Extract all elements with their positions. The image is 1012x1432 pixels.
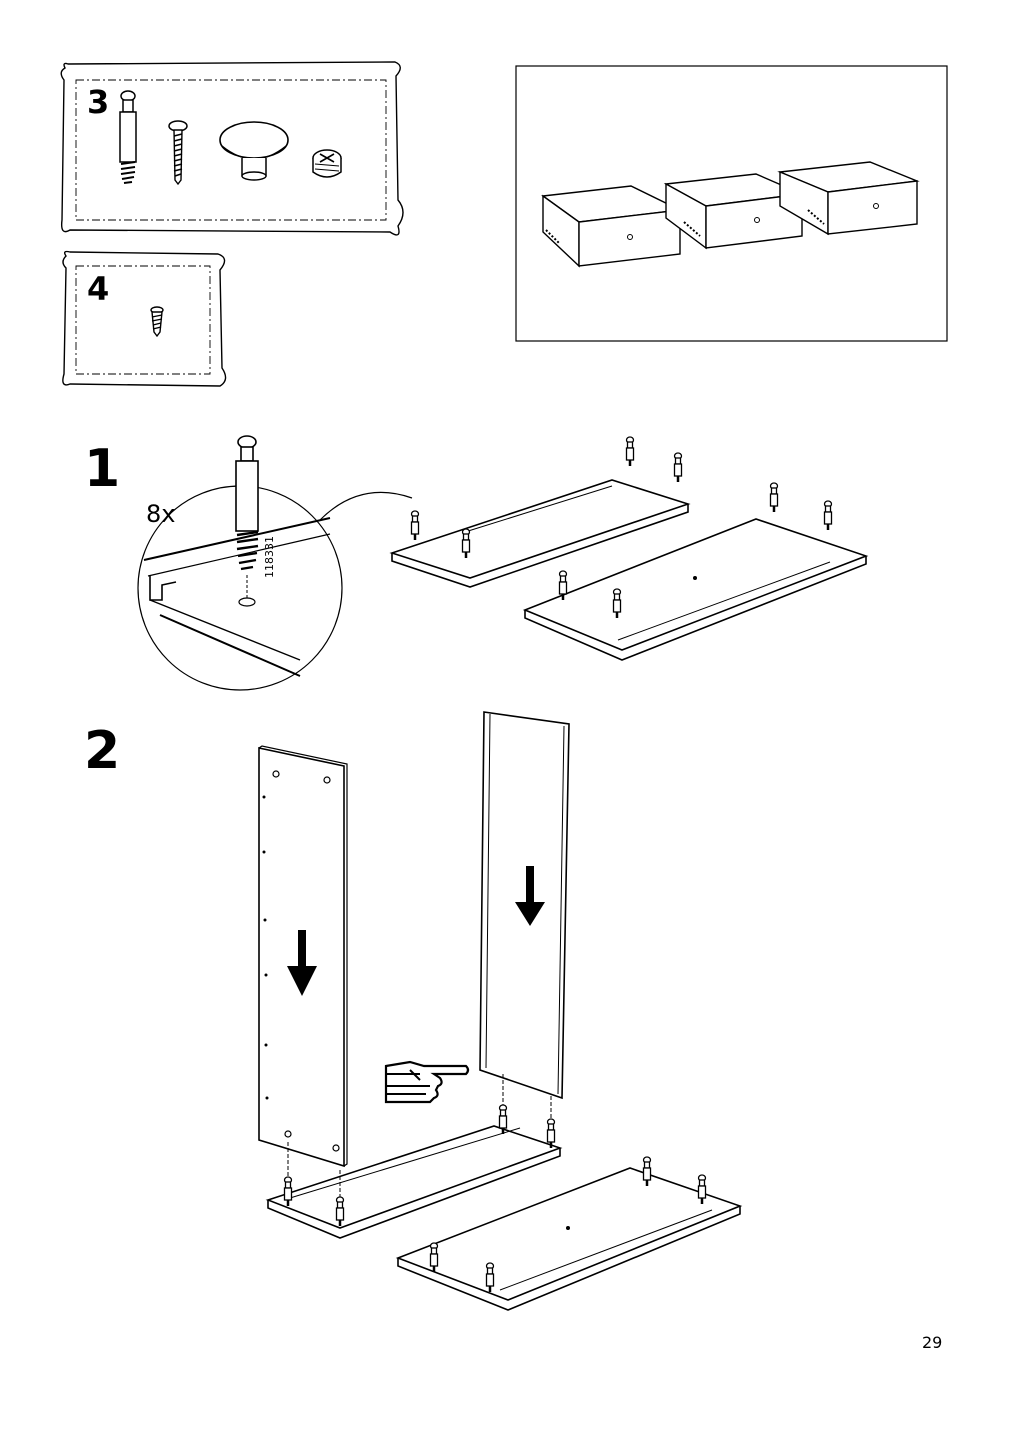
cam-lock-icon xyxy=(312,149,342,178)
page-number: 29 xyxy=(922,1333,943,1352)
step-1-article-number: 118331 xyxy=(263,536,276,578)
bag-number-4: 4 xyxy=(87,270,109,308)
down-arrow-icon xyxy=(287,930,317,996)
step-1-panel-bottom xyxy=(522,481,869,661)
step-2-panel-base-left xyxy=(265,1074,563,1239)
step-2-number: 2 xyxy=(84,721,120,781)
step-1-number: 1 xyxy=(84,439,120,499)
pointing-hand-icon xyxy=(384,1060,470,1104)
drawers-overview-frame xyxy=(515,65,948,342)
parts-bag-4: 4 xyxy=(62,250,227,387)
step-1-quantity: 8x xyxy=(146,500,175,528)
bag-number-3: 3 xyxy=(87,83,109,121)
step-2-panel-base-right xyxy=(395,1155,743,1311)
down-arrow-icon xyxy=(515,866,545,926)
dowel-detail-icon xyxy=(235,435,259,598)
step-2-side-panel-right xyxy=(479,711,570,1100)
drawer-2-illustration xyxy=(663,173,805,250)
drawer-3-illustration xyxy=(777,161,920,236)
knob-icon xyxy=(219,121,289,181)
parts-bag-3: 3 xyxy=(60,61,404,236)
step-1-panel-top xyxy=(389,435,691,588)
screw-icon xyxy=(168,120,188,186)
step-2-side-panel-left xyxy=(258,745,348,1168)
dowel-connector-icon xyxy=(119,90,137,184)
step-1-detail-callout: 8x 118331 xyxy=(137,435,413,691)
drawer-1-illustration xyxy=(541,185,683,268)
